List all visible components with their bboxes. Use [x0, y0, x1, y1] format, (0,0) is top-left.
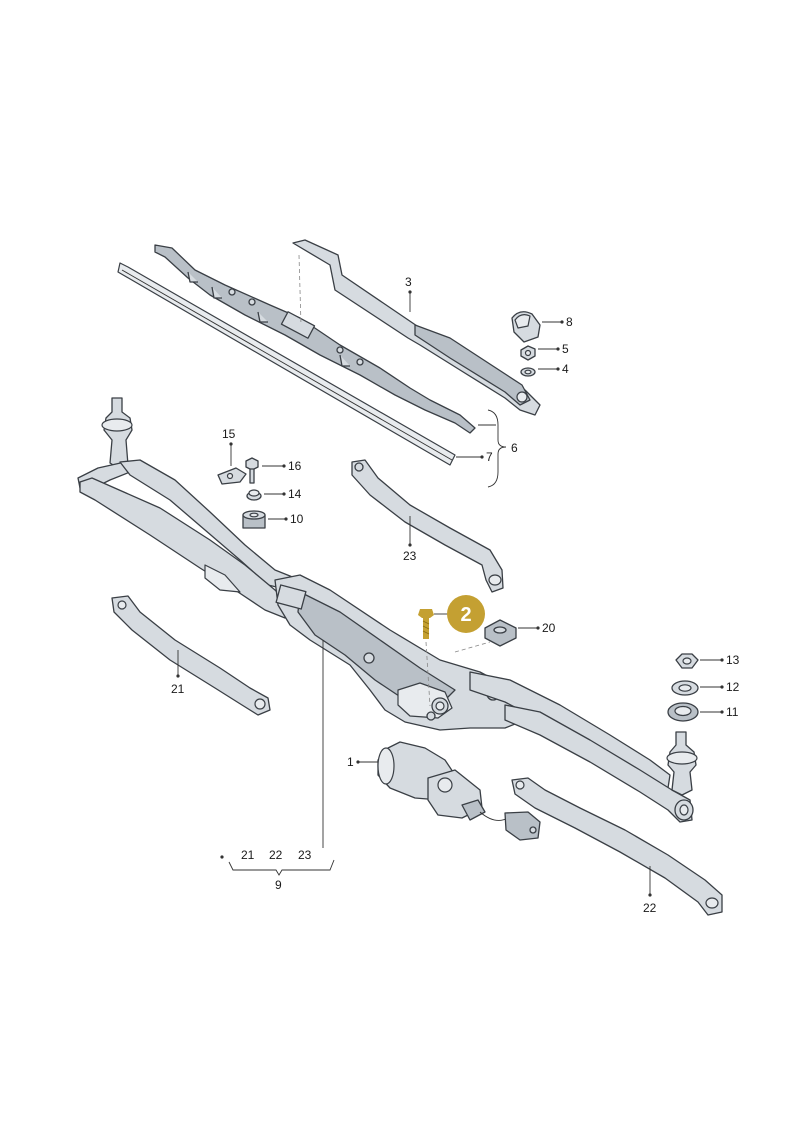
- brace-6: [487, 409, 507, 488]
- callout-13: 13: [726, 653, 740, 667]
- callout-16: 16: [288, 459, 302, 473]
- connecting-rod-left[interactable]: [111, 595, 271, 716]
- group-9: 21 22 23 9: [220, 848, 335, 892]
- hex-nut-right[interactable]: [675, 653, 699, 669]
- wiper-arm-nut[interactable]: [520, 345, 536, 361]
- rubber-bushing-left[interactable]: [242, 510, 266, 529]
- callout-14: 14: [288, 487, 302, 501]
- clamp-plate[interactable]: [217, 467, 247, 485]
- wiper-blade-frame[interactable]: [154, 244, 476, 434]
- callout-1: 1: [347, 755, 354, 769]
- callout-21-group: 21: [241, 848, 255, 862]
- wiper-arm-cap[interactable]: [511, 311, 541, 343]
- callout-12: 12: [726, 680, 740, 694]
- wiper-linkage-frame[interactable]: [77, 397, 698, 823]
- callout-3: 3: [405, 275, 412, 289]
- callout-4: 4: [562, 362, 569, 376]
- wiper-arm[interactable]: [292, 239, 541, 416]
- linkage-bolt[interactable]: [418, 609, 434, 639]
- connecting-rod-upper[interactable]: [351, 459, 504, 593]
- callout-10: 10: [290, 512, 304, 526]
- callout-11: 11: [726, 705, 739, 719]
- hex-bolt-small[interactable]: [245, 457, 259, 484]
- callout-8: 8: [566, 315, 573, 329]
- highlight-badge-2[interactable]: [447, 595, 485, 633]
- wiper-motor[interactable]: [377, 741, 541, 841]
- spring-washer[interactable]: [246, 489, 262, 501]
- rubber-bushing-right[interactable]: [667, 702, 699, 722]
- callout-20: 20: [542, 621, 556, 635]
- callout-23-group: 23: [298, 848, 312, 862]
- callout-23-upper: 23: [403, 549, 417, 563]
- linkage-clip-nut[interactable]: [484, 619, 517, 647]
- callout-2: 2: [460, 604, 471, 626]
- callout-22-right: 22: [643, 901, 657, 915]
- callout-7: 7: [486, 450, 493, 464]
- callout-21-left: 21: [171, 682, 185, 696]
- callout-5: 5: [562, 342, 569, 356]
- wiper-blade-insert[interactable]: [117, 262, 456, 466]
- callout-9: 9: [275, 878, 282, 892]
- connecting-rod-right[interactable]: [511, 777, 723, 916]
- washer-right[interactable]: [671, 680, 699, 696]
- callout-6: 6: [511, 441, 518, 455]
- callout-22-group: 22: [269, 848, 283, 862]
- wiper-arm-washer[interactable]: [520, 367, 536, 377]
- callout-15: 15: [222, 427, 236, 441]
